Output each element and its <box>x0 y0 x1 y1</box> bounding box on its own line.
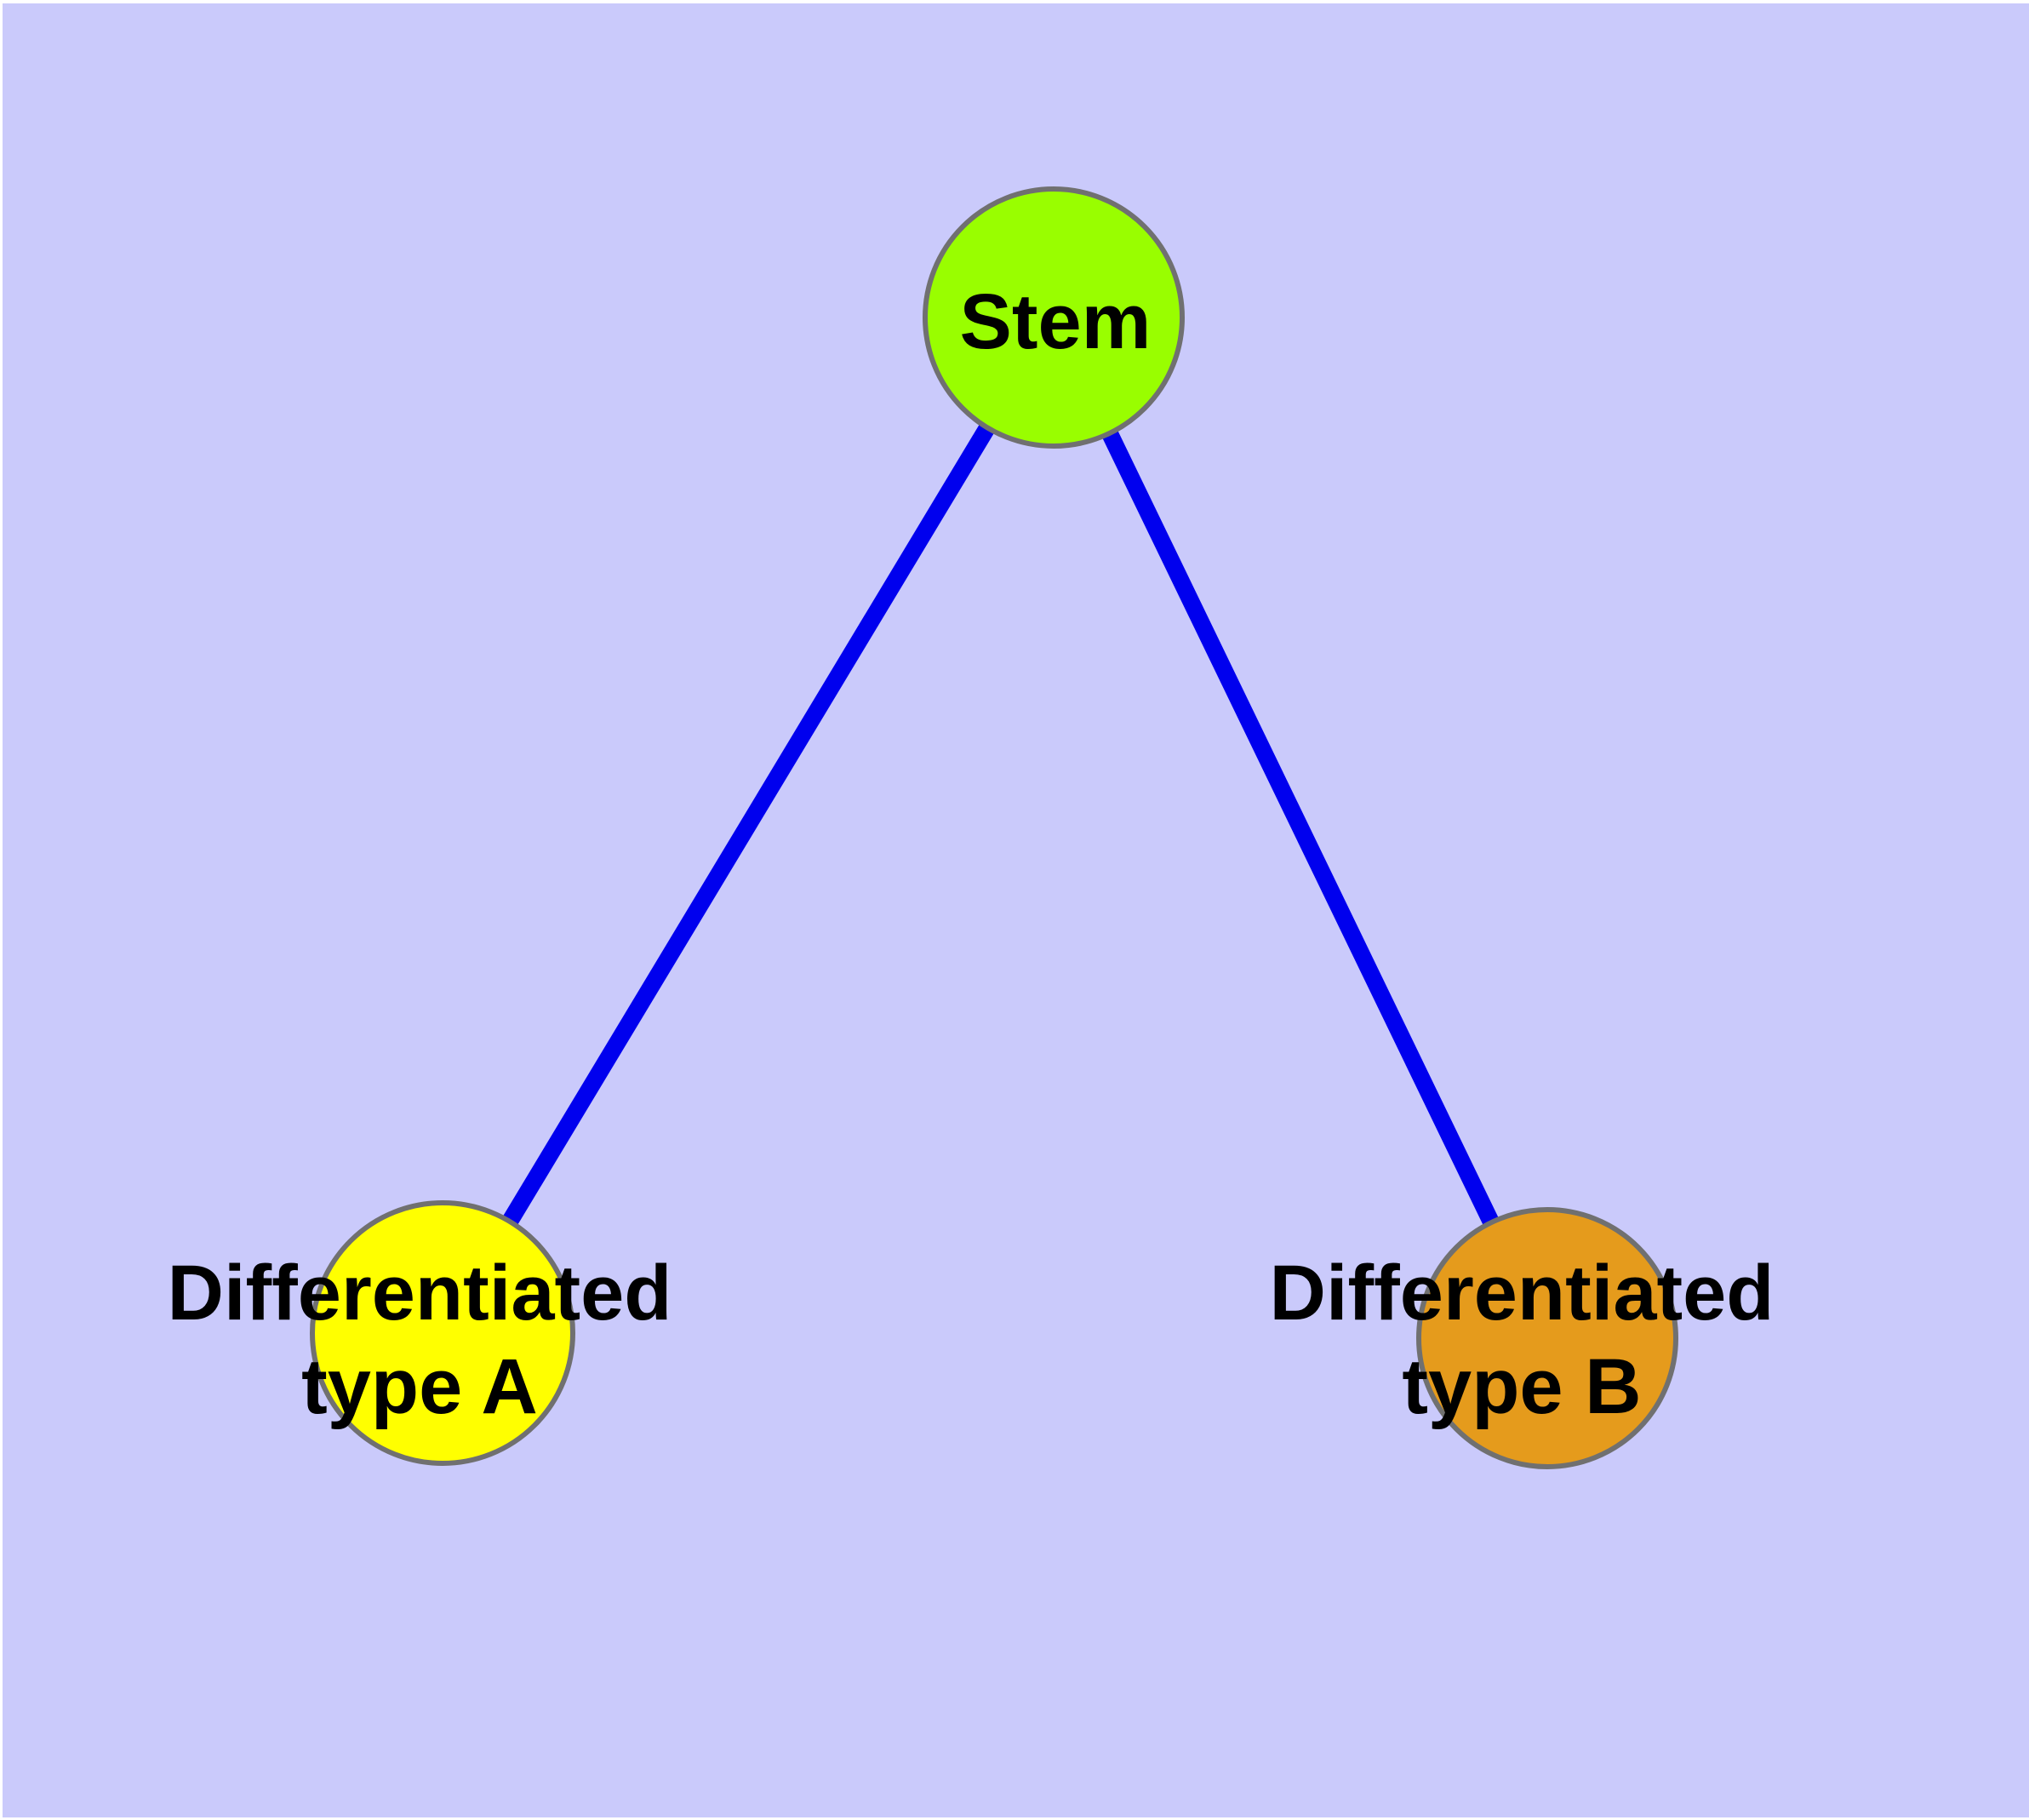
node-differentiated-type-a[interactable] <box>310 1200 575 1466</box>
node-stem[interactable] <box>923 186 1185 449</box>
nodes-layer <box>310 186 1678 1469</box>
edge-stem-to-differentiated-type-b <box>1045 313 1556 1342</box>
edges-layer <box>435 312 1556 1342</box>
edge-stem-to-differentiated-type-a <box>435 312 1061 1338</box>
node-differentiated-type-b[interactable] <box>1416 1207 1678 1469</box>
